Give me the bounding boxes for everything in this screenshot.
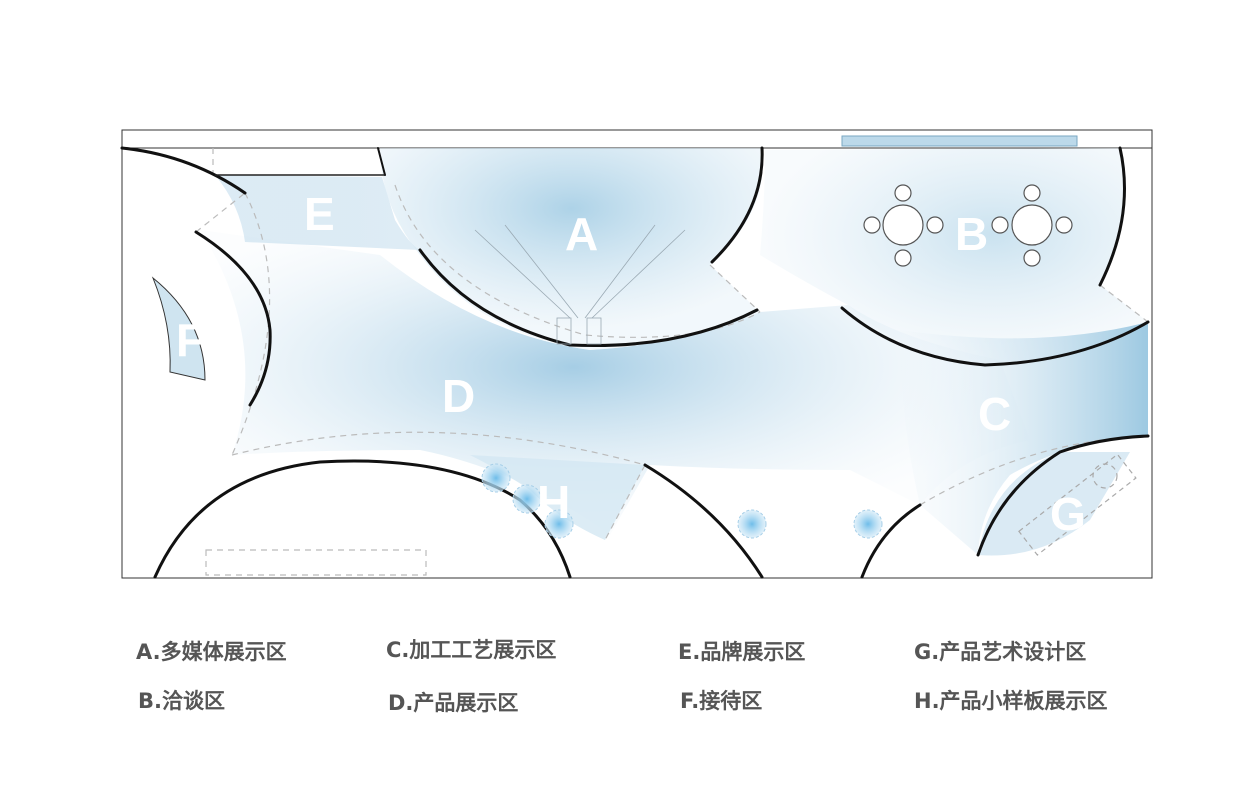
zone-c-area [900, 322, 1148, 555]
wall-arc-bottom-mid [643, 463, 764, 579]
zone-letter-h: H [537, 476, 570, 528]
wall-arc-b-right [1098, 146, 1126, 287]
zone-letter-a: A [565, 208, 598, 260]
light [737, 509, 767, 539]
wall-arc-top-left [120, 146, 247, 195]
g-table [1018, 453, 1137, 556]
wall-arc-c [976, 434, 1150, 557]
zone-h-area [470, 455, 645, 540]
light [853, 509, 883, 539]
zone-b-area [760, 148, 1148, 365]
light [512, 484, 542, 514]
walls [120, 146, 1150, 579]
light [544, 509, 574, 539]
window-strip [841, 135, 1078, 147]
zone-g-area [978, 452, 1130, 556]
zone-letter-f: F [176, 314, 204, 366]
projection-lines [474, 224, 686, 345]
zone-letter-d: D [442, 370, 475, 422]
wall-arc-left [194, 230, 272, 407]
wall-arc-b [840, 306, 1150, 367]
wall-arc-bottom-left [153, 459, 572, 579]
zone-a-area [380, 148, 763, 350]
zone-letter-g: G [1050, 488, 1086, 540]
wall-arc-a [418, 248, 759, 348]
zone-f-area [151, 276, 206, 381]
zone-letter-e: E [304, 188, 335, 240]
wall-e-top [377, 147, 386, 176]
zone-e-area [215, 175, 420, 250]
wall-arc-bottom-right [860, 503, 922, 579]
zone-letter-b: B [955, 208, 988, 260]
light [481, 463, 511, 493]
spotlights [481, 463, 883, 539]
zone-letters: A B C D E F G H [176, 188, 1086, 540]
wall-arc-a-right [710, 146, 764, 264]
zone-letter-c: C [978, 388, 1011, 440]
negotiation-tables [863, 184, 1073, 267]
zone-d-area [200, 230, 1030, 535]
